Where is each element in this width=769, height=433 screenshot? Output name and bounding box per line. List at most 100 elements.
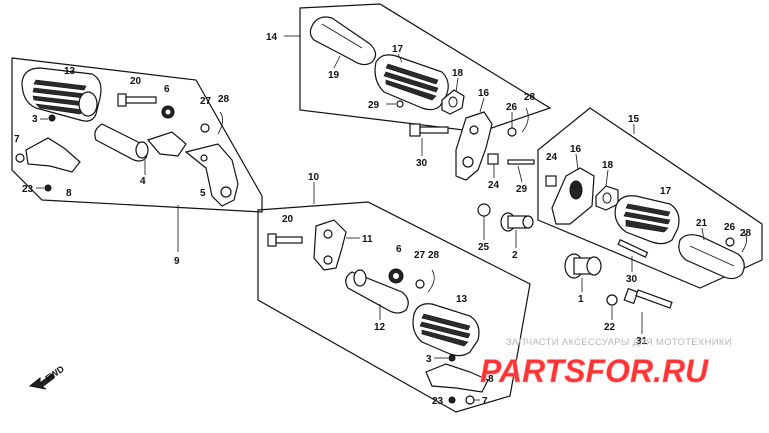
- footpeg-shaft: [309, 16, 377, 66]
- label-4: 4: [140, 176, 146, 187]
- washer-26: [725, 237, 735, 247]
- watermark-caption: ЗАПЧАСТИ АКСЕССУАРЫ ДЛЯ МОТОТЕХНИКИ: [506, 337, 732, 348]
- label-5: 5: [200, 188, 206, 199]
- cotter-pin-28: [741, 231, 747, 253]
- label-7: 7: [482, 396, 488, 407]
- group-14-frame: [299, 3, 552, 133]
- cotter-pin-28: [521, 107, 529, 133]
- group-9-assembly: 9: [11, 57, 263, 267]
- label-26: 26: [724, 222, 736, 233]
- label-6: 6: [164, 84, 170, 95]
- bolt-20: [267, 233, 303, 247]
- pin-3: [48, 114, 56, 122]
- group-15-frame: [537, 107, 763, 289]
- footpeg-shaft: [678, 234, 745, 280]
- label-27: 27: [414, 250, 426, 261]
- label-19: 19: [328, 70, 340, 81]
- pin-3: [448, 354, 456, 362]
- middle-parts: 16 26 28 30 24 29 25 2: [409, 88, 536, 261]
- label-29: 29: [368, 100, 380, 111]
- pin-29: [507, 159, 535, 165]
- nut-24: [545, 175, 557, 187]
- footpeg-rubber: [374, 54, 449, 111]
- forward-label: FWD: [43, 363, 66, 383]
- label-6: 6: [396, 244, 402, 255]
- label-8: 8: [66, 188, 72, 199]
- bolt-20: [117, 93, 157, 107]
- label-20: 20: [130, 76, 142, 87]
- bolt-31: [623, 287, 673, 309]
- label-17: 17: [392, 44, 404, 55]
- label-16: 16: [478, 88, 490, 99]
- bolt-23: [44, 184, 52, 192]
- label-27: 27: [200, 96, 212, 107]
- label-31: 31: [636, 336, 648, 347]
- arrow-icon: [28, 373, 55, 390]
- nut-24: [487, 153, 499, 165]
- label-1: 1: [578, 294, 584, 305]
- washer-22: [606, 294, 618, 306]
- cotter-pin-28: [427, 269, 435, 293]
- label-28: 28: [218, 94, 230, 105]
- collar-1: [564, 253, 602, 279]
- group-14-label: 14: [266, 32, 278, 43]
- watermark-logo: PARTSFOR.RU: [480, 353, 709, 389]
- label-30: 30: [626, 274, 638, 285]
- clip-7: [15, 153, 25, 163]
- footpeg-rubber: [614, 195, 680, 245]
- nut-25: [477, 203, 491, 217]
- label-25: 25: [478, 242, 490, 253]
- label-7: 7: [14, 134, 20, 145]
- label-23: 23: [22, 184, 34, 195]
- washer-26: [507, 127, 517, 137]
- label-28: 28: [740, 228, 752, 239]
- spring-6: [388, 268, 404, 284]
- label-28: 28: [428, 250, 440, 261]
- bolt-23: [448, 396, 456, 404]
- group-9-frame: [11, 57, 263, 213]
- label-23: 23: [432, 396, 444, 407]
- label-29: 29: [516, 184, 528, 195]
- washer-27: [200, 123, 210, 133]
- footpeg-rubber: [21, 67, 102, 122]
- cotter-pin-28: [217, 111, 223, 135]
- watermark: ЗАПЧАСТИ АКСЕССУАРЫ ДЛЯ МОТОТЕХНИКИ PART…: [480, 337, 732, 389]
- group-10-assembly: 10 20 11 6: [257, 172, 531, 413]
- label-8: 8: [488, 374, 494, 385]
- label-24: 24: [488, 180, 500, 191]
- footpeg-rubber: [412, 303, 480, 357]
- label-12: 12: [374, 322, 386, 333]
- label-3: 3: [32, 114, 38, 125]
- linkage-bracket: [184, 143, 239, 207]
- group-10-label: 10: [308, 172, 320, 183]
- bolt-30: [409, 123, 449, 137]
- group-15-label: 15: [628, 114, 640, 125]
- label-3: 3: [426, 354, 432, 365]
- label-13: 13: [456, 294, 468, 305]
- label-13: 13: [64, 66, 76, 77]
- label-22: 22: [604, 322, 616, 333]
- label-21: 21: [696, 218, 708, 229]
- group-14-assembly: 14 19 17 18 29: [266, 3, 552, 133]
- label-18: 18: [452, 68, 464, 79]
- clip-7: [465, 395, 475, 405]
- bolt-30: [617, 239, 649, 258]
- label-26: 26: [506, 102, 518, 113]
- label-20: 20: [282, 214, 294, 225]
- collar-2: [500, 212, 534, 232]
- forward-direction-indicator: FWD: [28, 363, 66, 390]
- linkage-bracket: [313, 219, 347, 271]
- group-10-frame: [257, 201, 531, 413]
- label-2: 2: [512, 250, 518, 261]
- peg-bracket: [25, 137, 81, 173]
- label-16: 16: [570, 144, 582, 155]
- spring-6: [161, 105, 175, 119]
- arm-bracket: [146, 131, 187, 157]
- label-24: 24: [546, 152, 558, 163]
- washer-27: [415, 279, 425, 289]
- label-28: 28: [524, 92, 536, 103]
- group-9-label: 9: [174, 256, 180, 267]
- peg-bracket: [425, 363, 489, 393]
- footpeg-bracket: [455, 111, 493, 181]
